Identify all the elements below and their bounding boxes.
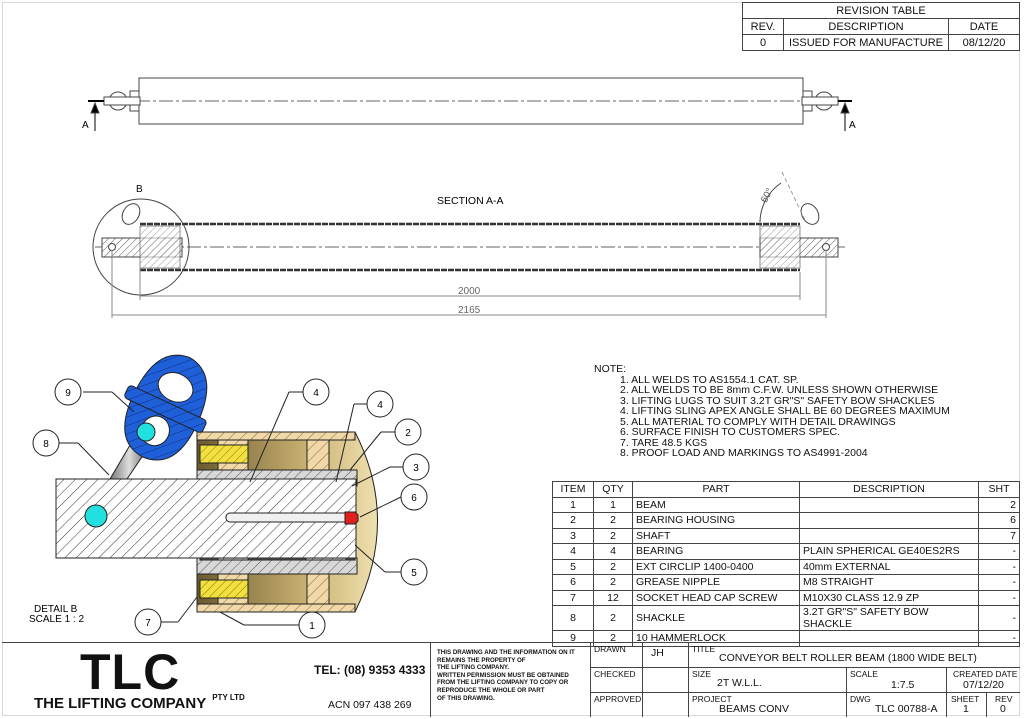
dimension-2165: 2165 [458, 305, 481, 316]
company-phone: TEL: (08) 9353 4333 [314, 663, 426, 677]
approved-label-cell: APPROVED [590, 693, 642, 717]
size-value: 2T W.L.L. [717, 677, 762, 689]
title-block-grid: DRAWN JH CHECKED APPROVED TITLE CONVEYOR… [590, 643, 1020, 717]
notes-heading: NOTE: [594, 363, 627, 375]
drawn-by: JH [651, 647, 664, 659]
dimension-2000: 2000 [458, 286, 481, 297]
section-title: SECTION A-A [437, 195, 504, 207]
created-date: 07/12/20 [963, 679, 1004, 691]
section-marker-right: A [849, 120, 856, 131]
balloon-7: 7 [145, 618, 151, 629]
company-logo: TLC [80, 644, 181, 700]
detail-marker: B [136, 184, 143, 195]
project-value: BEAMS CONV [719, 703, 790, 715]
balloon-1: 1 [309, 621, 315, 632]
sheet-number: 1 [963, 703, 969, 715]
rev-header: REV. [742, 18, 784, 35]
section-marker-left: A [82, 120, 89, 131]
plan-view [88, 77, 852, 131]
note-item: 3. LIFTING LUGS TO SUIT 3.2T GR"S" SAFET… [620, 394, 935, 407]
balloon-5: 5 [411, 568, 417, 579]
note-item: 1. ALL WELDS TO AS1554.1 CAT. SP. [620, 373, 799, 386]
section-view [92, 171, 845, 318]
rev-cell: REV 0 [986, 693, 1020, 717]
note-item: 8. PROOF LOAD AND MARKINGS TO AS4991-200… [620, 447, 868, 459]
checked-value-cell [642, 668, 688, 693]
title-cell: TITLE CONVEYOR BELT ROLLER BEAM (1800 WI… [688, 643, 1020, 668]
sheet-cell: SHEET 1 [946, 693, 986, 717]
scale-value: 1:7.5 [891, 679, 915, 691]
approved-value-cell [642, 693, 688, 717]
note-item: 2. ALL WELDS TO BE 8mm C.F.W. UNLESS SHO… [620, 384, 939, 396]
copyright-notice: THIS DRAWING AND THE INFORMATION ON IT R… [430, 643, 590, 717]
revision-table: REVISION TABLE REV. DESCRIPTION DATE 0 I… [742, 2, 1020, 51]
detail-title: DETAIL B [34, 604, 78, 615]
company-acn: ACN 097 438 269 [328, 699, 412, 711]
detail-scale: SCALE 1 : 2 [29, 614, 84, 625]
note-item: 4. LIFTING SLING APEX ANGLE SHALL BE 60 … [620, 405, 950, 417]
balloon-8: 8 [43, 439, 49, 450]
balloon-4b: 4 [377, 400, 383, 411]
dwg-cell: DWG TLC 00788-A [846, 693, 946, 717]
scale-cell: SCALE 1:7.5 [846, 668, 946, 693]
note-item: 5. ALL MATERIAL TO COMPLY WITH DETAIL DR… [620, 415, 896, 428]
balloon-2: 2 [405, 428, 411, 439]
balloon-6: 6 [411, 493, 417, 504]
drawn-label-cell: DRAWN [590, 643, 642, 668]
size-cell: SIZE 2T W.L.L. [688, 668, 846, 693]
note-item: 6. SURFACE FINISH TO CUSTOMERS SPEC. [620, 426, 840, 438]
bom-header-row: ITEM QTY PART DESCRIPTION SHT [552, 481, 1020, 498]
balloons [32, 378, 430, 639]
dwg-number: TLC 00788-A [875, 703, 938, 715]
revision-row: 0 ISSUED FOR MANUFACTURE 08/12/20 [742, 34, 1020, 51]
rev-number: 0 [1000, 703, 1006, 715]
drawn-value-cell: JH [642, 643, 688, 668]
note-item: 7. TARE 48.5 KGS [620, 436, 708, 449]
checked-label-cell: CHECKED [590, 668, 642, 693]
balloon-3: 3 [413, 463, 419, 474]
detail-b [55, 354, 378, 613]
balloon-4a: 4 [313, 388, 319, 399]
drawing-title: CONVEYOR BELT ROLLER BEAM (1800 WIDE BEL… [719, 652, 977, 664]
project-cell: PROJECT BEAMS CONV [688, 693, 846, 717]
created-date-cell: CREATED DATE 07/12/20 [946, 668, 1020, 693]
balloon-9: 9 [65, 388, 71, 399]
notes: NOTE: 1. ALL WELDS TO AS1554.1 CAT. SP. … [594, 364, 950, 459]
